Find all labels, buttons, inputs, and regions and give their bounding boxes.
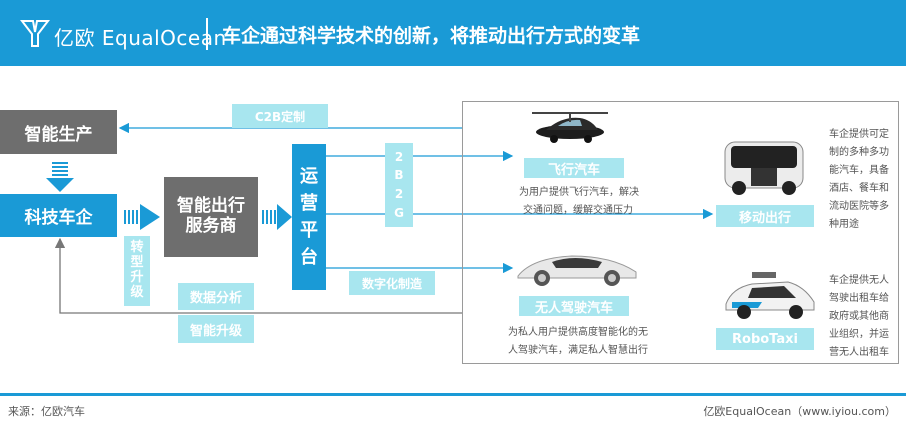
header-divider: [206, 18, 208, 50]
ops-platform-char: 平: [300, 220, 318, 241]
ops-platform-char: 营: [300, 193, 318, 214]
digital-mfg-label-box: 数字化制造: [349, 271, 435, 295]
footer-source: 来源：亿欧汽车: [8, 405, 85, 418]
data-analysis-label-box: 数据分析: [178, 283, 254, 310]
b2b2g-char: 2: [394, 187, 404, 201]
mobile-travel-desc-line: 酒店、餐车和: [829, 183, 889, 194]
header-bar: 亿欧 EqualOcean 车企通过科学技术的创新，将推动出行方式的变革: [0, 0, 906, 66]
flying-car-label: 飞行汽车: [524, 158, 624, 178]
ops-platform-box: 运 营 平 台: [292, 144, 326, 290]
robotaxi-desc-line: 政府或其他商: [829, 311, 889, 322]
robotaxi-desc-line: 业组织，并运: [829, 329, 889, 340]
mobile-travel-label: 移动出行: [716, 205, 814, 227]
flying-car-desc-1: 为用户提供飞行汽车，解决: [519, 187, 639, 198]
flying-car-image: [532, 112, 608, 143]
b2b2g-char: B: [394, 168, 404, 183]
mobility-provider-line: 智能出行: [177, 196, 245, 217]
flying-car-desc-2: 交通问题，缓解交通压力: [523, 205, 633, 216]
down-hatched-arrow: [46, 162, 74, 192]
autonomous-car-label: 无人驾驶汽车: [519, 296, 629, 316]
mobility-provider-box: 智能出行 服务商: [164, 177, 258, 257]
footer-brand: 亿欧EqualOcean（www.iyiou.com）: [703, 405, 896, 418]
mobile-travel-desc-line: 流动医院等多: [829, 201, 889, 212]
right-hatched-arrow-2: [262, 204, 292, 230]
tech-automaker-box: 科技车企: [0, 194, 117, 237]
autonomous-car-desc-1: 为私人用户提供高度智能化的无: [508, 327, 648, 338]
robotaxi-desc-line: 车企提供无人: [829, 275, 889, 286]
autonomous-car-image: [517, 255, 637, 286]
right-hatched-arrow-1: [124, 204, 160, 230]
transform-char: 级: [130, 284, 144, 300]
shuttle-image: [724, 141, 804, 195]
logo-text: 亿欧 EqualOcean: [54, 26, 227, 50]
robotaxi-image: [725, 272, 815, 319]
page-title: 车企通过科学技术的创新，将推动出行方式的变革: [222, 25, 641, 47]
smart-upgrade-label-box: 智能升级: [178, 315, 254, 343]
products-panel: [462, 101, 899, 364]
robotaxi-label: RoboTaxi: [716, 328, 814, 350]
b2b2g-char: 2: [394, 149, 404, 164]
equalocean-logo-icon: [20, 20, 50, 47]
ops-platform-char: 台: [300, 247, 318, 268]
mobile-travel-desc-line: 制的多种多功: [829, 147, 889, 158]
mobile-travel-desc-line: 能汽车，具备: [829, 165, 889, 176]
transform-char: 升: [130, 270, 144, 285]
transform-char: 型: [130, 255, 144, 271]
mobile-travel-desc: 车企提供可定 制的多种多功 能汽车，具备 酒店、餐车和 流动医院等多 种用途: [829, 126, 889, 234]
transform-upgrade-box: 转 型 升 级: [124, 236, 150, 306]
c2b-label-box: C2B定制: [232, 104, 328, 128]
footer-divider: [0, 393, 906, 396]
autonomous-car-desc-2: 人驾驶汽车，满足私人智慧出行: [508, 345, 648, 356]
b2b2g-label-box: 2 B 2 G: [385, 143, 413, 227]
robotaxi-desc-line: 营无人出租车: [829, 347, 889, 358]
mobility-provider-line: 服务商: [185, 216, 237, 236]
smart-production-box: 智能生产: [0, 110, 117, 154]
b2b2g-char: G: [394, 205, 404, 220]
robotaxi-desc-line: 驾驶出租车给: [829, 293, 889, 304]
feedback-arrow: [54, 237, 462, 314]
mobile-travel-desc-line: 车企提供可定: [829, 129, 889, 140]
mobile-travel-desc-line: 种用途: [829, 219, 859, 230]
robotaxi-desc: 车企提供无人 驾驶出租车给 政府或其他商 业组织，并运 营无人出租车: [829, 272, 889, 362]
ops-platform-char: 运: [300, 166, 318, 187]
transform-char: 转: [130, 240, 144, 256]
